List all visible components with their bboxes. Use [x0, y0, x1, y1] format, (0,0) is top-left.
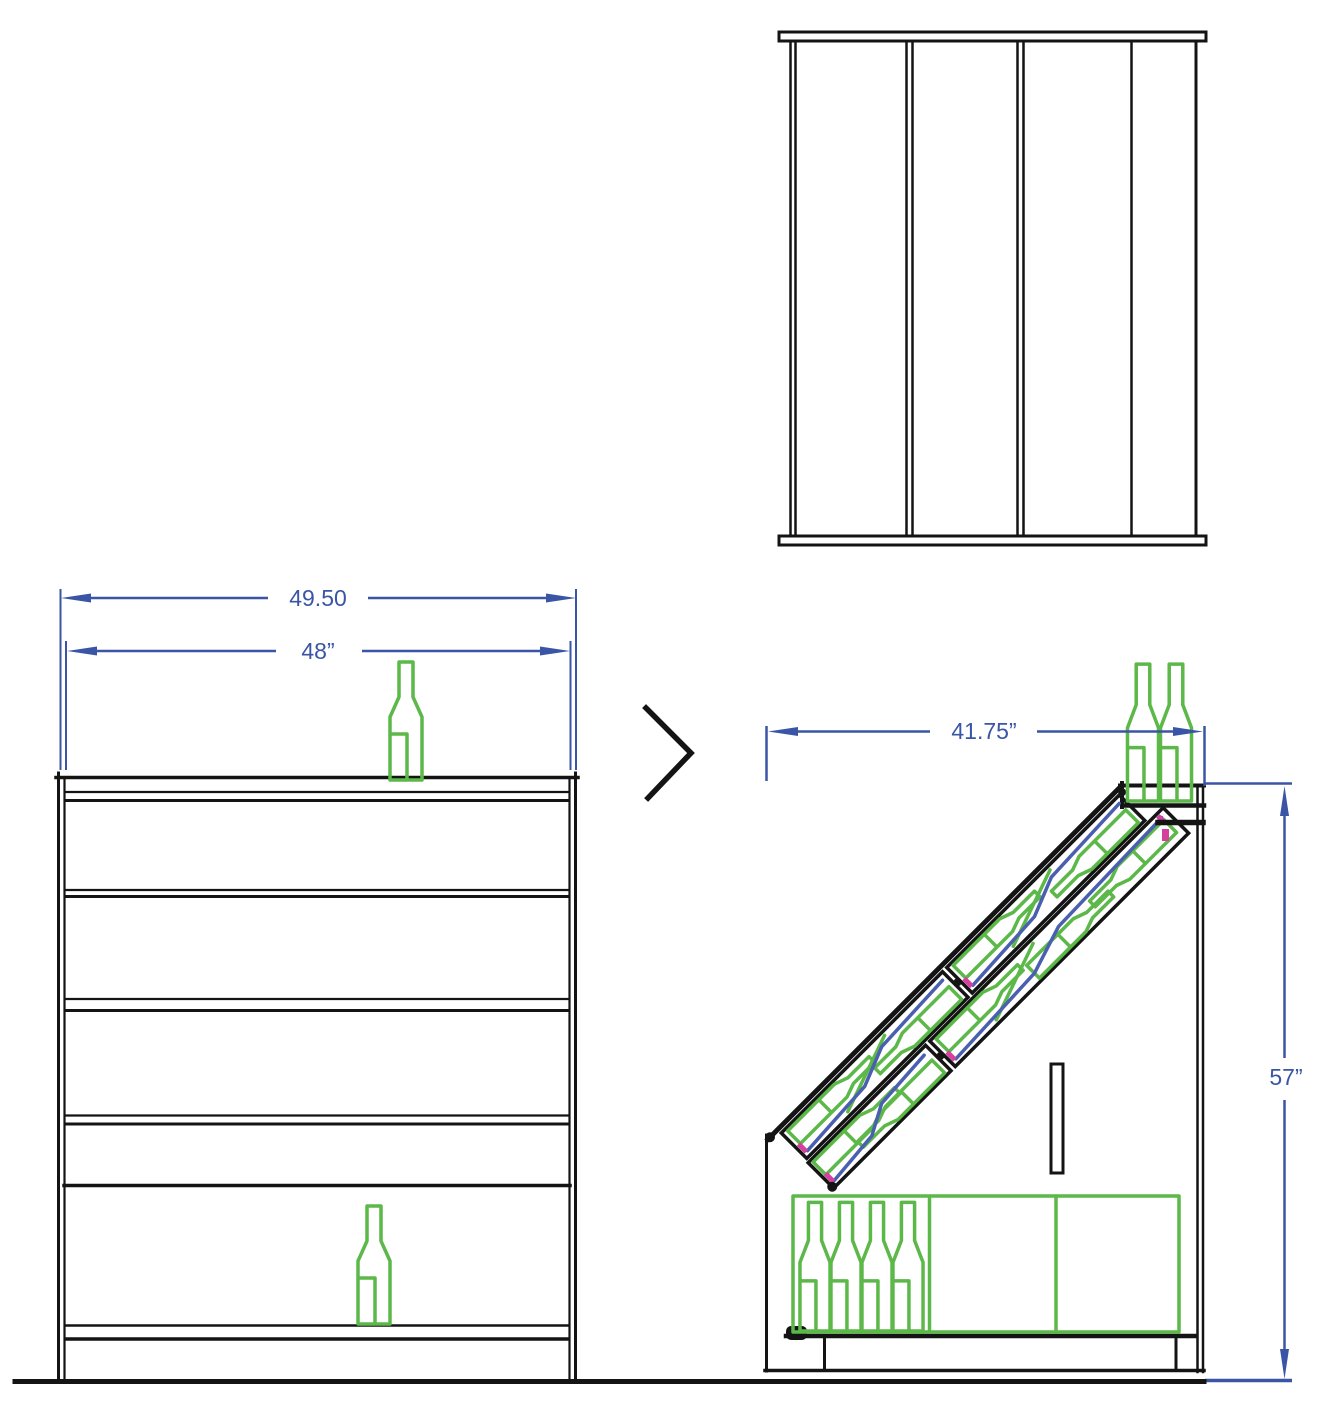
arrowhead-right [1173, 727, 1203, 736]
rack-outer-rail [764, 783, 1124, 1143]
arrowhead-left [61, 593, 91, 603]
storage-case-area [791, 1194, 1181, 1334]
bottle-on-top [388, 660, 424, 782]
arrowhead-right [546, 593, 576, 603]
arrowhead-right [540, 646, 570, 656]
dimension-side-height: 57” [1205, 782, 1303, 1383]
top-view-top-rail [777, 30, 1208, 43]
dimension-label-inner-width: 48” [301, 638, 334, 664]
case-bottle [860, 1200, 894, 1333]
top-view-bottom-rail [777, 534, 1208, 547]
chevron-right-icon [642, 704, 695, 802]
rack-bottles [785, 808, 1179, 1177]
case-bottle [798, 1200, 832, 1333]
handle-slot [1049, 1062, 1065, 1175]
arrowhead-left [67, 646, 97, 656]
front-shelf-lines [54, 775, 580, 1341]
top-view-panel-lines [789, 39, 1198, 538]
dimension-label-height: 57” [1269, 1064, 1302, 1090]
arrowhead-up [1280, 786, 1289, 816]
rack-support-wires [805, 801, 1164, 1183]
arrowhead-down [1280, 1349, 1289, 1379]
dimension-label-overall-width: 49.50 [289, 585, 347, 611]
dimension-label-depth: 41.75” [951, 718, 1016, 744]
top-view [777, 30, 1208, 547]
case-bottle [829, 1200, 863, 1333]
rack-clip [1162, 829, 1169, 841]
case-bottle [891, 1200, 925, 1333]
diagonal-rack [764, 783, 1192, 1192]
dimension-side-depth: 41.75” [765, 718, 1206, 786]
dimension-front-inner-width: 48” [65, 638, 572, 770]
front-view: 49.50 48” [54, 585, 580, 1381]
arrowhead-left [768, 727, 798, 736]
side-view: 41.75” 57” [763, 664, 1303, 1383]
dimension-front-overall-width: 49.50 [59, 585, 577, 770]
bottle-bottom-shelf [356, 1204, 392, 1326]
